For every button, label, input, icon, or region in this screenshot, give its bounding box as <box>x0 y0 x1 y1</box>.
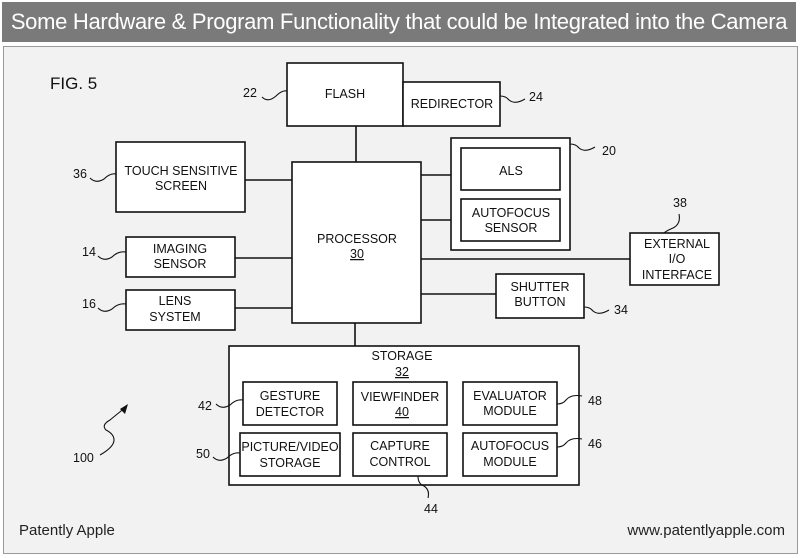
shutter-button-box <box>495 273 585 319</box>
als-label: ALS <box>499 164 523 178</box>
external-io-label-1: EXTERNAL <box>644 237 710 251</box>
capture-control-label-1: CAPTURE <box>370 439 430 453</box>
picture-video-storage-label-1: PICTURE/VIDEO <box>241 440 339 454</box>
picture-video-storage-label-2: STORAGE <box>260 456 321 470</box>
gesture-detector-label-1: GESTURE <box>260 389 320 403</box>
viewfinder-label: VIEWFINDER <box>361 390 439 404</box>
ref-46: 46 <box>588 437 602 451</box>
ref-22: 22 <box>243 86 257 100</box>
ref-38: 38 <box>673 196 687 210</box>
autofocus-module-box <box>462 432 558 477</box>
ref-48: 48 <box>588 394 602 408</box>
leader-44 <box>417 475 430 499</box>
gesture-detector-label-2: DETECTOR <box>256 405 325 419</box>
autofocus-sensor-label-1: AUTOFOCUS <box>472 206 550 220</box>
lens-system-box <box>125 289 236 331</box>
storage-label: STORAGE <box>372 349 433 363</box>
autofocus-module-label-2: MODULE <box>483 455 536 469</box>
ref-24: 24 <box>529 90 543 104</box>
external-io-label-2: I/O <box>669 252 686 266</box>
processor-number: 30 <box>350 247 364 261</box>
autofocus-module-label-1: AUTOFOCUS <box>471 439 549 453</box>
imaging-sensor-label-2: SENSOR <box>154 257 207 271</box>
footer-url: www.patentlyapple.com <box>626 522 785 539</box>
external-io-box <box>629 232 720 286</box>
connections <box>235 126 630 346</box>
ref-34: 34 <box>614 303 628 317</box>
leader-36 <box>89 173 117 182</box>
ref-14: 14 <box>82 245 96 259</box>
evaluator-module-label-1: EVALUATOR <box>473 389 547 403</box>
shutter-button-label-2: BUTTON <box>514 295 565 309</box>
autofocus-sensor-label-2: SENSOR <box>485 221 538 235</box>
ref-50: 50 <box>196 447 210 461</box>
leader-50 <box>212 452 241 461</box>
leader-34 <box>583 306 610 314</box>
processor-box <box>291 161 422 324</box>
lens-system-label-1: LENS <box>159 294 192 308</box>
ref-42: 42 <box>198 399 212 413</box>
external-io-label-3: INTERFACE <box>642 268 712 282</box>
leader-46 <box>556 437 583 448</box>
leader-16 <box>97 303 127 312</box>
leader-22 <box>261 90 288 101</box>
autofocus-sensor-box <box>460 198 561 242</box>
reference-leaders <box>89 90 680 499</box>
leader-48 <box>556 394 583 405</box>
viewfinder-box <box>352 381 448 426</box>
storage-number: 32 <box>395 365 409 379</box>
redirector-label: REDIRECTOR <box>411 97 493 111</box>
arrow-100-head <box>120 404 128 414</box>
evaluator-module-label-2: MODULE <box>483 404 536 418</box>
viewfinder-number: 40 <box>395 405 409 419</box>
flash-label: FLASH <box>325 87 365 101</box>
header-title: Some Hardware & Program Functionality th… <box>2 2 796 42</box>
touch-screen-label-2: SCREEN <box>155 179 207 193</box>
imaging-sensor-label-1: IMAGING <box>153 242 207 256</box>
touch-screen-box <box>115 141 246 213</box>
imaging-sensor-box <box>125 236 236 278</box>
ref-44: 44 <box>424 502 438 516</box>
redirector-box <box>402 81 501 127</box>
leader-14 <box>97 251 127 260</box>
ref-100: 100 <box>73 451 94 465</box>
touch-screen-label-1: TOUCH SENSITIVE <box>125 164 238 178</box>
footer-brand: Patently Apple <box>19 522 115 539</box>
ref-20: 20 <box>602 144 616 158</box>
shutter-button-label-1: SHUTTER <box>510 280 569 294</box>
leader-20 <box>569 143 596 151</box>
ref-16: 16 <box>82 297 96 311</box>
leader-42 <box>215 399 244 408</box>
picture-video-storage-box <box>239 432 341 477</box>
capture-control-box <box>352 432 448 477</box>
figure-label: FIG. 5 <box>50 74 97 93</box>
capture-control-label-2: CONTROL <box>369 455 430 469</box>
ref-36: 36 <box>73 167 87 181</box>
processor-label: PROCESSOR <box>317 232 397 246</box>
gesture-detector-box <box>242 381 338 426</box>
arrow-100-curve <box>99 406 127 456</box>
leader-24 <box>499 95 526 103</box>
leader-38 <box>663 213 680 234</box>
lens-system-label-2: SYSTEM <box>149 310 200 324</box>
als-box <box>460 147 561 191</box>
